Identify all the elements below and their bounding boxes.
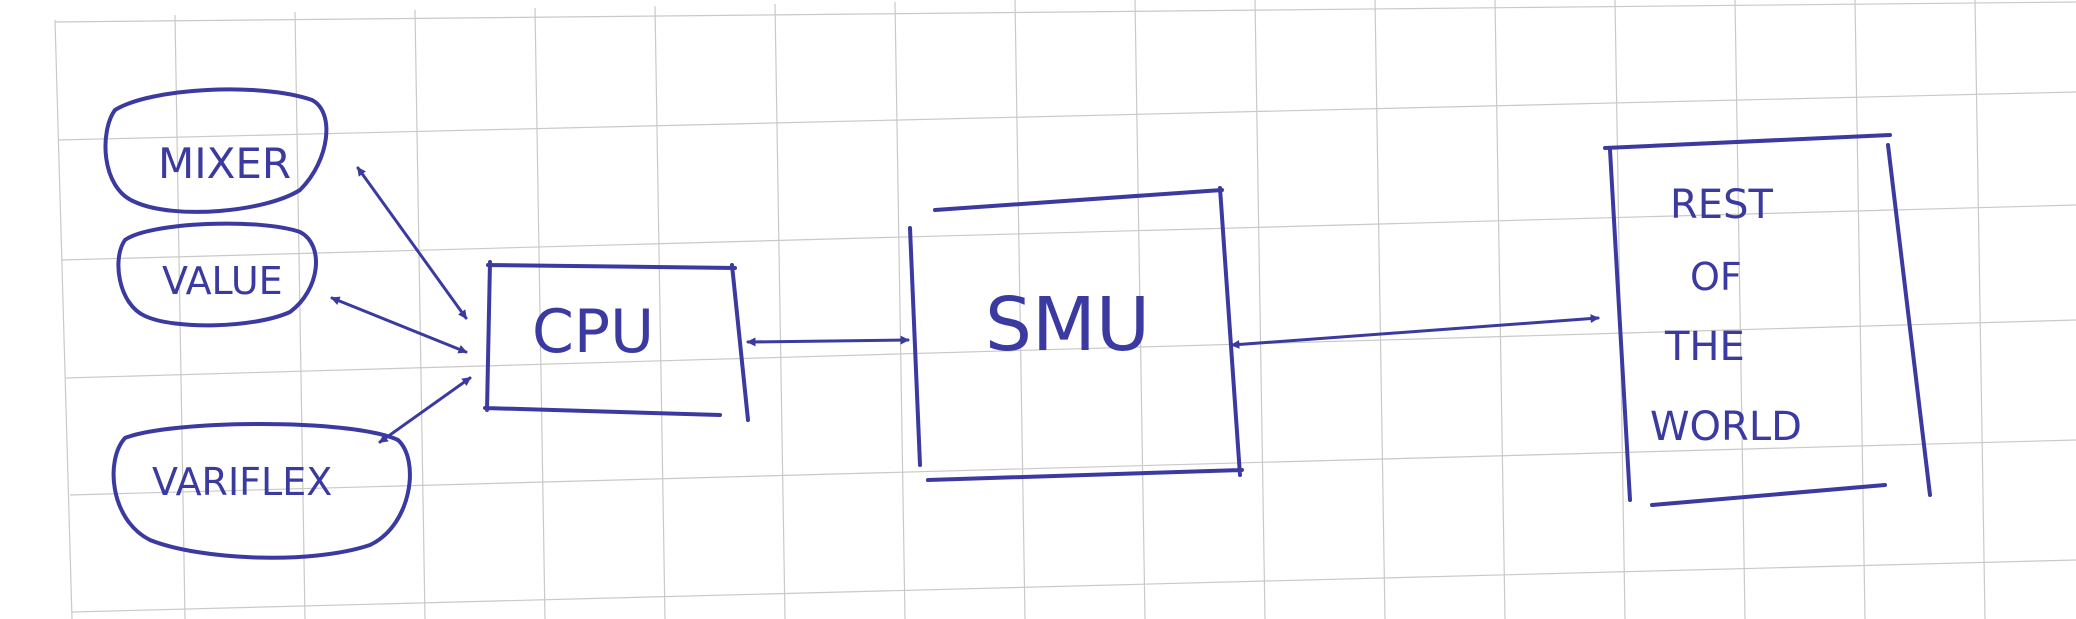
mixer-node: MIXER xyxy=(103,87,329,214)
arrow-smu-rest-of-the-world xyxy=(1230,314,1600,349)
value-label: VALUE xyxy=(162,259,283,303)
mixer-label: MIXER xyxy=(158,139,291,188)
variflex-label: VARIFLEX xyxy=(152,460,332,504)
value-ellipse xyxy=(116,221,318,328)
rest-line-2: OF xyxy=(1690,255,1742,299)
smu-box xyxy=(908,186,1244,482)
rest-of-the-world-box xyxy=(1603,133,1932,507)
rest-line-3: THE xyxy=(1664,324,1745,370)
smu-label: SMU xyxy=(985,282,1150,368)
rest-line-4: WORLD xyxy=(1650,404,1802,450)
arrow-value-cpu xyxy=(330,296,468,354)
smu-node: SMU xyxy=(908,186,1244,482)
variflex-node: VARIFLEX xyxy=(111,422,412,560)
cpu-box xyxy=(483,260,750,422)
arrow-cpu-smu xyxy=(746,335,910,347)
arrow-mixer-cpu xyxy=(356,166,468,320)
mixer-ellipse xyxy=(103,87,329,214)
cpu-label: CPU xyxy=(532,297,654,367)
arrow-variflex-cpu xyxy=(378,376,472,444)
value-node: VALUE xyxy=(116,221,318,328)
rest-of-the-world-node: REST OF THE WORLD xyxy=(1603,133,1932,507)
cpu-node: CPU xyxy=(483,260,750,422)
variflex-ellipse xyxy=(111,422,412,560)
rest-line-1: REST xyxy=(1670,182,1773,228)
connections xyxy=(330,166,1600,444)
